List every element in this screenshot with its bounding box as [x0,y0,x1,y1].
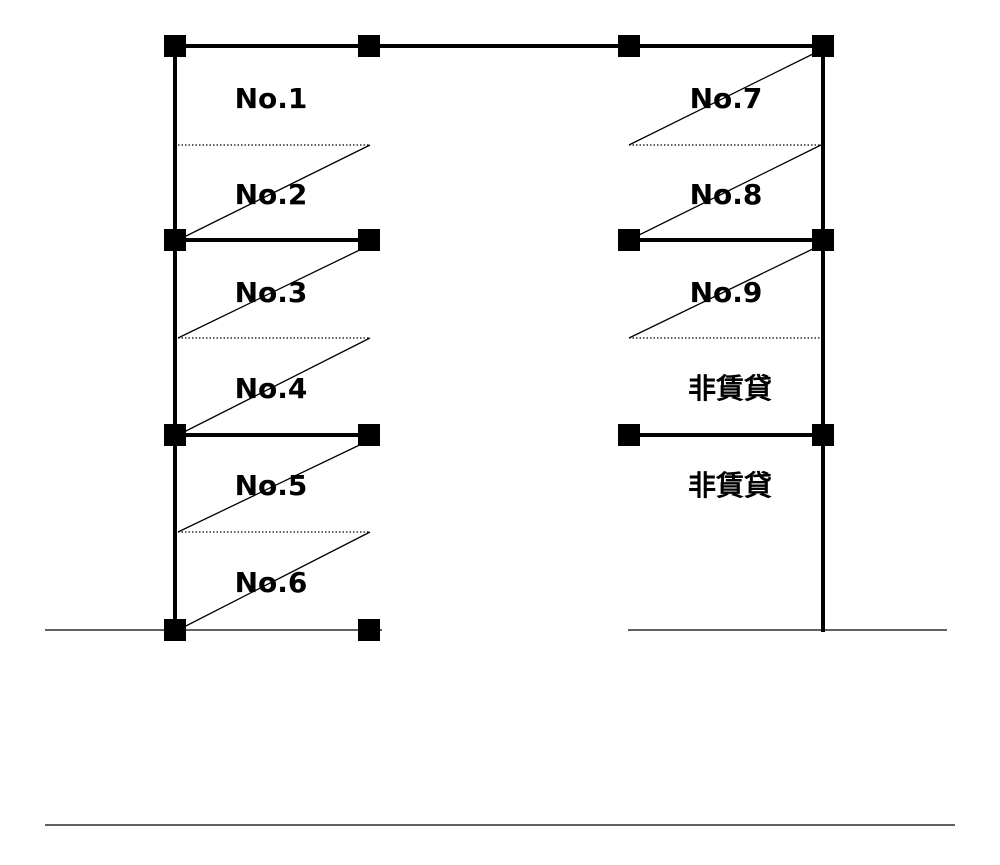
post-top-left [164,35,186,57]
post-right-3 [812,424,834,446]
diagonal-slot-8 [628,144,822,241]
post-right-inner-3 [618,424,640,446]
diagonal-slot-5 [177,439,371,533]
slot-label-no2: No.2 [235,178,308,211]
slot-label-no9: No.9 [690,276,763,309]
post-bottom-left [164,619,186,641]
slot-label-non-rental-2: 非賃貸 [688,469,772,502]
post-bottom-left-inner [358,619,380,641]
post-left-3 [164,424,186,446]
slot-label-no5: No.5 [235,469,308,502]
post-left-2 [164,229,186,251]
post-top-mid-right [618,35,640,57]
post-left-inner-2 [358,229,380,251]
slot-label-no8: No.8 [690,178,763,211]
diagonal-slot-3 [177,244,371,339]
post-right-inner-2 [618,229,640,251]
slot-label-non-rental-1: 非賃貸 [688,372,772,405]
post-right-2 [812,229,834,251]
slot-label-no3: No.3 [235,276,308,309]
slot-label-no6: No.6 [235,566,308,599]
slot-label-no7: No.7 [690,82,763,115]
slot-label-no4: No.4 [235,372,308,405]
post-top-mid-left [358,35,380,57]
slot-label-no1: No.1 [235,82,308,115]
post-top-right [812,35,834,57]
diagonal-slot-2 [177,144,371,241]
diagonal-slot-4 [177,337,371,436]
post-left-inner-3 [358,424,380,446]
diagonal-slot-7 [628,49,822,146]
diagonal-slot-6 [177,531,371,631]
diagonal-slot-9 [628,244,822,339]
